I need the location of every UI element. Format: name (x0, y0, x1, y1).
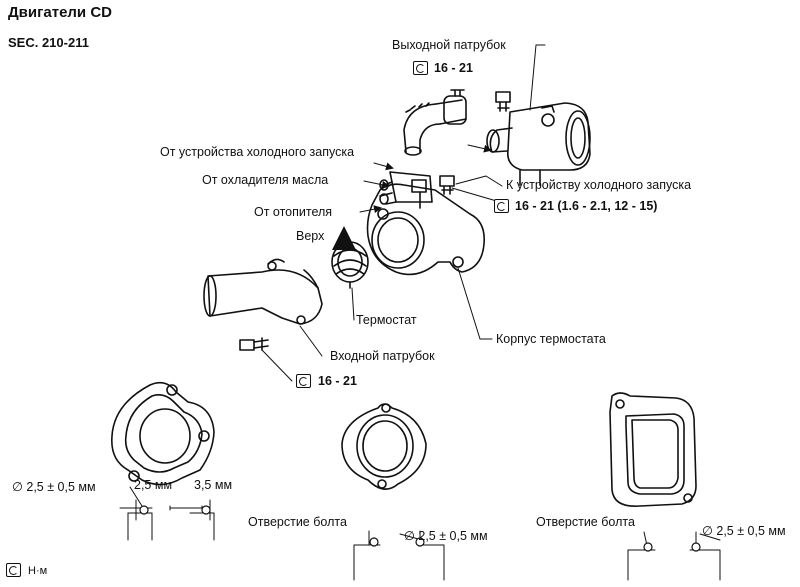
bolt-housing (439, 175, 455, 195)
label-from-heater: От отопителя (254, 205, 333, 219)
gasket-oval (341, 403, 427, 490)
label-bolt-hole-2: Отверстие болта (536, 515, 635, 529)
label-bolt-hole-1: Отверстие болта (248, 515, 347, 529)
torque-wrench-icon (6, 563, 21, 577)
thermostat-part (331, 241, 369, 289)
gasket-rectangular (609, 392, 697, 507)
section-code: SEC. 210-211 (8, 35, 89, 50)
bolt-outlet (495, 91, 511, 112)
inlet-pipe-part (203, 258, 323, 325)
label-up: Верх (296, 229, 325, 243)
gap-a: 2,5 мм (134, 478, 173, 492)
gasket-triangular (111, 381, 215, 486)
legend-unit: Н·м (28, 565, 48, 577)
label-thermostat-housing: Корпус термостата (496, 332, 606, 346)
elbow-hose-part (403, 89, 467, 156)
torque-bottom: 16 - 21 (318, 374, 357, 388)
page-title: Двигатели CD (8, 4, 112, 21)
bead-diameter-2: ∅ 2,5 ± 0,5 мм (404, 529, 488, 543)
gap-b: 3,5 мм (194, 478, 233, 492)
thermostat-housing-part (366, 171, 486, 276)
torque-right: 16 - 21 (1.6 - 2.1, 12 - 15) (515, 199, 658, 213)
label-inlet-pipe: Входной патрубок (330, 349, 435, 363)
torque-wrench-icon (494, 199, 509, 213)
label-to-cold-start: К устройству холодного запуска (506, 178, 692, 192)
bead-diameter-1: ∅ 2,5 ± 0,5 мм (12, 480, 96, 494)
torque-top: 16 - 21 (434, 61, 473, 75)
bolt-inlet (239, 337, 269, 351)
label-outlet-pipe: Выходной патрубок (392, 38, 506, 52)
label-thermostat: Термостат (356, 313, 417, 327)
label-from-oil-cooler: От охладителя масла (202, 173, 329, 187)
outlet-pipe-part (486, 102, 591, 186)
bead-diameter-3: ∅ 2,5 ± 0,5 мм (702, 524, 786, 538)
torque-wrench-icon (413, 61, 428, 75)
torque-wrench-icon (296, 374, 311, 388)
label-from-cold-start: От устройства холодного запуска (160, 145, 355, 159)
